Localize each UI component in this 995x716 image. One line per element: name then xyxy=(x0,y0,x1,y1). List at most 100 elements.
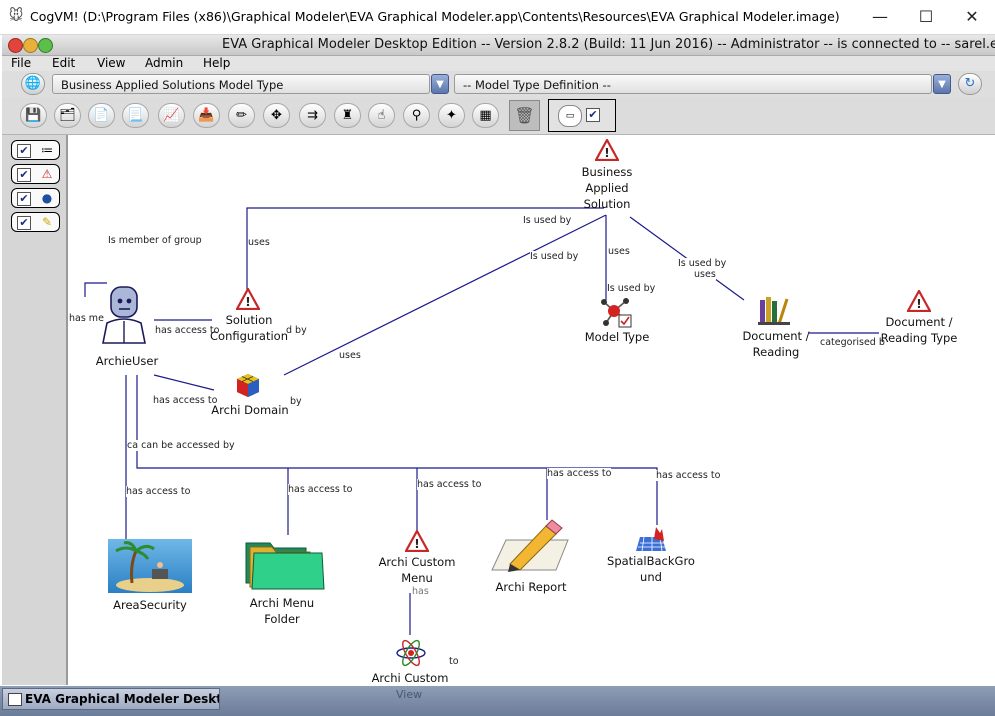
svg-text:!: ! xyxy=(604,146,609,160)
document-icon[interactable]: 📄 xyxy=(88,103,115,128)
svg-text:!: ! xyxy=(916,297,921,311)
window-titlebar xyxy=(0,0,995,35)
pencil-paper-icon xyxy=(491,519,569,572)
zoom-icon[interactable]: ✦ xyxy=(438,103,465,128)
color-palette-icon[interactable]: ▦ xyxy=(472,103,499,128)
close-button[interactable]: ✕ xyxy=(965,7,979,26)
node-label: Document / Reading xyxy=(742,329,810,359)
view-hint: View xyxy=(396,688,423,701)
app-title: EVA Graphical Modeler Desktop Edition --… xyxy=(222,37,995,52)
edge-label: has me xyxy=(69,313,104,324)
model-canvas[interactable]: Is member of group uses Is used by Is us… xyxy=(69,135,995,685)
edge-label: has access to xyxy=(547,468,612,479)
edge-label: ca can be accessed by xyxy=(127,440,235,451)
filter-checkbox[interactable]: ✔ xyxy=(17,144,31,158)
archi-custom-view-node[interactable] xyxy=(395,639,427,667)
edge-label: has access to xyxy=(417,479,482,490)
new-page-icon[interactable]: 📃 xyxy=(122,103,149,128)
warning-icon: ⚠ xyxy=(41,167,53,181)
edge-label: by xyxy=(290,396,302,407)
toolbar-toggle-group: ▭ ✔ xyxy=(548,99,616,132)
layout-icon[interactable]: ⇉ xyxy=(299,103,326,128)
model-type-node[interactable] xyxy=(599,295,633,329)
edge-label: has access to xyxy=(155,325,220,336)
island-icon xyxy=(108,539,192,593)
inner-titlebar xyxy=(2,35,995,56)
filter-checkbox[interactable]: ✔ xyxy=(17,192,31,206)
edge-user-domain xyxy=(153,374,215,391)
maximize-button[interactable]: ☐ xyxy=(918,7,934,26)
menu-admin[interactable]: Admin xyxy=(145,56,184,70)
node-label: AreaSecurity xyxy=(113,598,187,612)
document-reading-node[interactable] xyxy=(757,295,791,325)
menu-view[interactable]: View xyxy=(97,56,126,70)
trash-icon[interactable]: 🗑 xyxy=(509,100,540,131)
warning-icon: ! xyxy=(235,286,261,311)
taskbar-item[interactable]: EVA Graphical Modeler Deskt... xyxy=(2,688,220,710)
filter-globe[interactable]: ✔● xyxy=(11,188,60,208)
inner-close-icon[interactable] xyxy=(8,38,23,53)
save-as-icon[interactable]: 🗂 xyxy=(54,103,81,128)
svg-text:!: ! xyxy=(414,537,419,551)
archie-user-node[interactable] xyxy=(97,283,149,345)
inner-minimize-icon[interactable] xyxy=(23,38,38,53)
model-type-select[interactable]: Business Applied Solutions Model Type xyxy=(52,74,430,94)
toolbar-checkbox[interactable]: ✔ xyxy=(586,108,600,122)
menu-help[interactable]: Help xyxy=(203,56,231,70)
chevron-down-icon[interactable]: ▼ xyxy=(933,74,951,94)
archi-menu-folder-node[interactable] xyxy=(244,537,326,591)
save-icon[interactable]: 💾 xyxy=(20,103,47,128)
menu-file[interactable]: File xyxy=(11,56,32,70)
refresh-icon[interactable]: ↻ xyxy=(958,73,982,95)
edge-label: uses xyxy=(694,269,716,280)
inner-maximize-icon[interactable] xyxy=(38,38,53,53)
node-label: Archi Domain xyxy=(211,403,289,417)
eraser-icon[interactable]: ✏ xyxy=(228,103,255,128)
filter-checkbox[interactable]: ✔ xyxy=(17,216,31,230)
node-label: SpatialBackGro und xyxy=(607,554,695,584)
fit-icon[interactable]: ✥ xyxy=(263,103,290,128)
menu-edit[interactable]: Edit xyxy=(52,56,76,70)
archi-custom-menu-node[interactable]: ! xyxy=(404,528,430,556)
stamp-icon[interactable]: ⚲ xyxy=(403,103,430,128)
archi-domain-node[interactable] xyxy=(235,372,261,398)
node-label: Document / Reading Type xyxy=(880,315,958,345)
list-icon: ≔ xyxy=(41,143,53,157)
edge-label: uses xyxy=(339,350,361,361)
globe-icon[interactable]: 🌐 xyxy=(21,73,45,95)
node-label: Solution Configuration xyxy=(210,313,288,343)
window-icon xyxy=(8,693,22,706)
edge-label: has xyxy=(412,586,429,597)
export-icon[interactable]: 📈 xyxy=(158,103,185,128)
edge-member-loop xyxy=(84,282,107,297)
edge-label: to xyxy=(449,656,459,667)
solution-configuration-node[interactable]: ! xyxy=(235,286,261,314)
filter-list[interactable]: ✔≔ xyxy=(11,140,60,160)
filter-warning[interactable]: ✔⚠ xyxy=(11,164,60,184)
filter-checkbox[interactable]: ✔ xyxy=(17,168,31,182)
spatial-background-node[interactable] xyxy=(634,523,668,553)
cube-icon xyxy=(237,374,259,397)
pointer-icon[interactable]: ☝ xyxy=(368,103,395,128)
edge-label: Is member of group xyxy=(108,235,202,246)
warning-icon: ! xyxy=(595,139,619,161)
document-reading-type-node[interactable]: ! xyxy=(906,288,932,316)
filter-note[interactable]: ✔✎ xyxy=(11,212,60,232)
minimize-button[interactable]: — xyxy=(872,7,888,26)
edge-label: has access to xyxy=(656,470,721,481)
label-toggle-icon[interactable]: ▭ xyxy=(558,105,582,127)
window-title: CogVM! (D:\Program Files (x86)\Graphical… xyxy=(30,9,840,24)
area-security-node[interactable] xyxy=(108,539,192,593)
atom-icon xyxy=(396,639,426,667)
node-label: Archi Report xyxy=(495,580,567,594)
user-icon xyxy=(102,286,146,344)
chevron-down-icon[interactable]: ▼ xyxy=(431,74,449,94)
archi-report-node[interactable] xyxy=(490,518,570,572)
edge-label: Is used by xyxy=(530,251,579,262)
hierarchy-icon[interactable]: ♜ xyxy=(334,103,361,128)
import-icon[interactable]: 📥 xyxy=(193,103,220,128)
business-applied-solution-node[interactable]: ! xyxy=(595,139,619,161)
edge-label: categorised b xyxy=(820,337,885,348)
folder-icon xyxy=(245,542,325,590)
definition-select[interactable]: -- Model Type Definition -- xyxy=(454,74,932,94)
